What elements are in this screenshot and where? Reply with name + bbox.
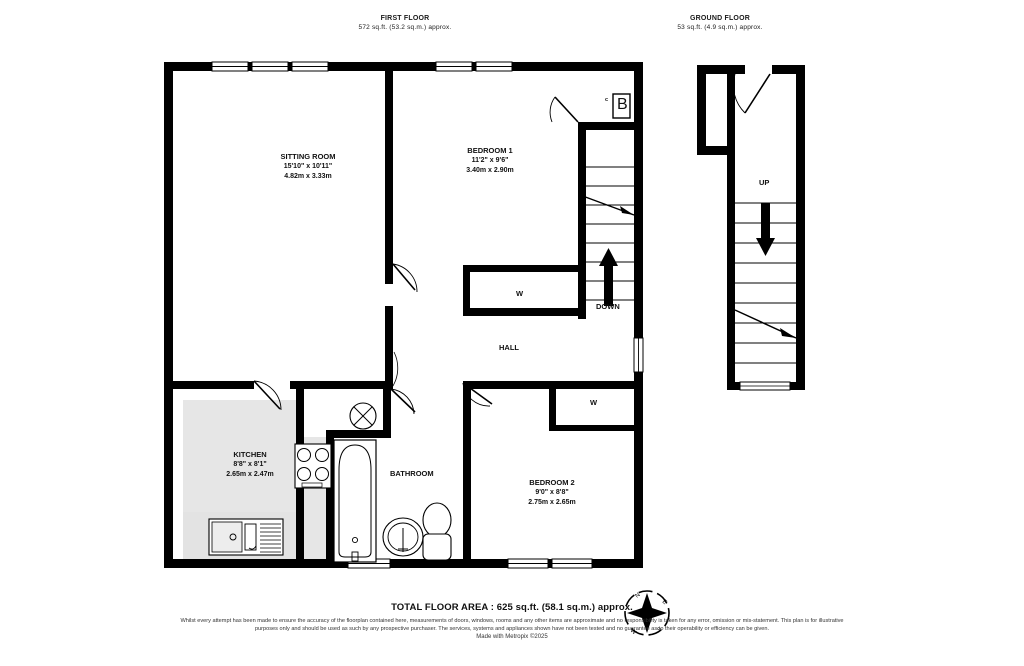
sitting-room-imperial: 15'10" x 10'11" xyxy=(283,163,333,170)
boiler-marker xyxy=(612,93,631,119)
footer: TOTAL FLOOR AREA : 625 sq.ft. (58.1 sq.m… xyxy=(0,602,1024,640)
total-floor-area: TOTAL FLOOR AREA : 625 sq.ft. (58.1 sq.m… xyxy=(391,602,633,613)
entrance-door xyxy=(732,73,771,114)
kitchen-metric: 2.65m x 2.47m xyxy=(226,471,274,478)
bedroom-2-name: BEDROOM 2 xyxy=(529,478,575,487)
staircase-ground-floor xyxy=(734,202,797,382)
stairs-up-label: UP xyxy=(759,178,770,187)
ground-floor-plan xyxy=(697,65,805,391)
bathroom-fixtures xyxy=(333,402,452,563)
compass-rose: N E S W xyxy=(624,590,670,636)
room-label-kitchen: KITCHEN 8'8" x 8'1" 2.65m x 2.47m xyxy=(160,450,340,480)
first-floor-title: FIRST FLOOR xyxy=(380,15,430,22)
bedroom-2-imperial: 9'0" x 8'8" xyxy=(535,489,569,496)
compass-west-label: W xyxy=(629,628,637,636)
kitchen-name: KITCHEN xyxy=(233,450,267,459)
ground-floor-title: GROUND FLOOR xyxy=(690,15,750,22)
credit-text: Made with Metropix ©2025 xyxy=(476,634,548,641)
room-label-bathroom: BATHROOM xyxy=(390,469,434,478)
room-label-bedroom-1: BEDROOM 1 11'2" x 9'6" 3.40m x 2.90m xyxy=(400,146,580,176)
cupboard-label: c xyxy=(605,97,609,103)
wardrobe-label-lower: W xyxy=(590,398,598,407)
first-floor-header: FIRST FLOOR 572 sq.ft. (53.2 sq.m.) appr… xyxy=(305,14,505,32)
compass-east-label: E xyxy=(661,599,668,606)
staircase-first-floor xyxy=(579,140,635,315)
bedroom-1-metric: 3.40m x 2.90m xyxy=(466,167,514,174)
kitchen-imperial: 8'8" x 8'1" xyxy=(233,461,267,468)
room-label-bedroom-2: BEDROOM 2 9'0" x 8'8" 2.75m x 2.65m xyxy=(462,478,642,508)
kitchen-fixtures xyxy=(208,443,332,556)
ground-floor-header: GROUND FLOOR 53 sq.ft. (4.9 sq.m.) appro… xyxy=(620,14,820,32)
floorplan-drawing xyxy=(164,61,805,569)
room-label-hall: HALL xyxy=(499,343,519,352)
doors xyxy=(253,96,579,415)
bedroom-2-metric: 2.75m x 2.65m xyxy=(528,499,576,506)
disclaimer-text: Whilst every attempt has been made to en… xyxy=(180,618,844,632)
bedroom-1-name: BEDROOM 1 xyxy=(467,146,513,155)
exterior-walls xyxy=(164,62,643,568)
bedroom-1-imperial: 11'2" x 9'6" xyxy=(471,157,509,164)
ground-floor-area: 53 sq.ft. (4.9 sq.m.) approx. xyxy=(677,24,763,31)
room-label-sitting-room: SITTING ROOM 15'10" x 10'11" 4.82m x 3.3… xyxy=(218,152,398,182)
windows xyxy=(211,61,644,569)
stairs-down-label: DOWN xyxy=(596,302,620,311)
compass-north-label: N xyxy=(634,592,641,599)
stairs-direction-arrow-ground xyxy=(756,203,775,256)
sitting-room-metric: 4.82m x 3.33m xyxy=(284,173,332,180)
boiler-label: B xyxy=(617,96,628,113)
sitting-room-name: SITTING ROOM xyxy=(280,152,336,161)
stairs-direction-arrow-first xyxy=(599,248,618,306)
first-floor-area: 572 sq.ft. (53.2 sq.m.) approx. xyxy=(358,24,452,31)
wardrobe-label-upper: W xyxy=(516,289,524,298)
first-floor-plan xyxy=(164,61,644,569)
compass-south-label: S xyxy=(656,626,663,633)
